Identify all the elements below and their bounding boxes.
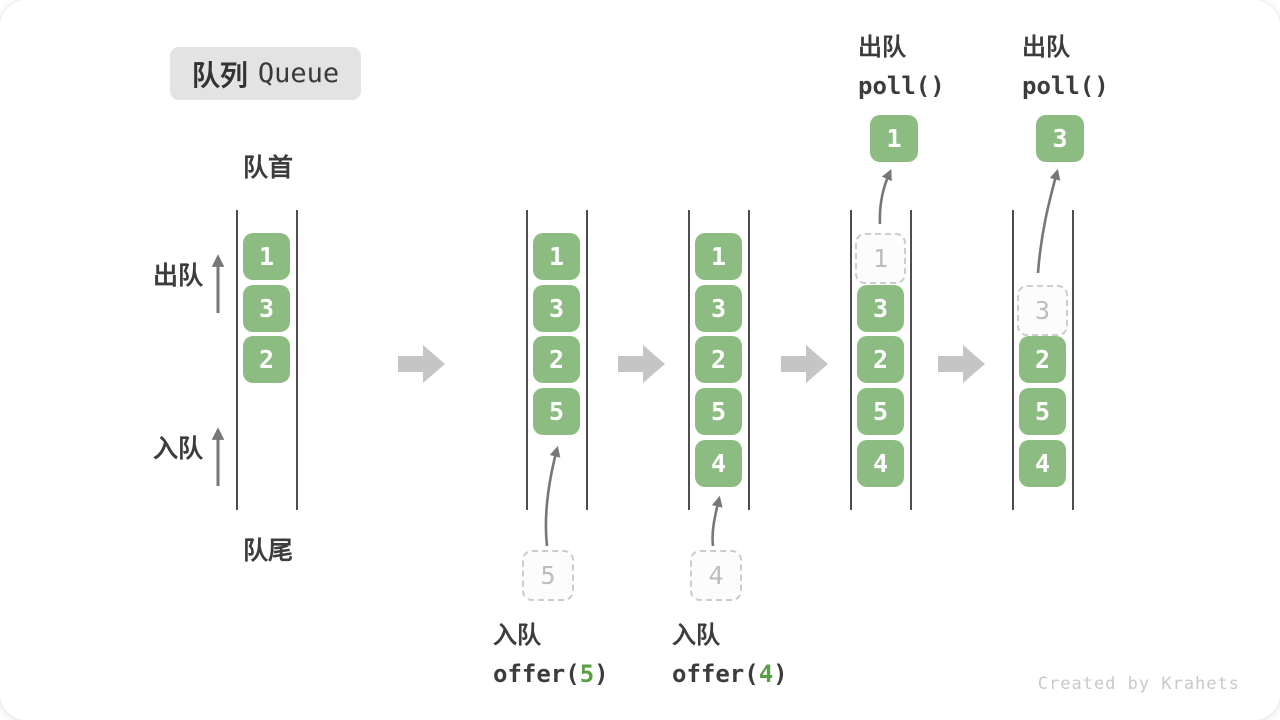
right-block-arrow [398, 345, 445, 383]
op-zh: 出队 [858, 34, 906, 61]
queue-cell: 3 [533, 285, 580, 332]
op-fn: offer( [493, 660, 580, 688]
queue-cell: 5 [857, 388, 904, 435]
queue-cell: 4 [695, 440, 742, 487]
queue-cell: 2 [243, 336, 290, 383]
queue-cell: 3 [857, 285, 904, 332]
op-label-poll-1: 出队 poll() [858, 27, 945, 100]
queue-cell-removed: 1 [855, 233, 906, 284]
queue-cell: 1 [533, 233, 580, 280]
op-zh: 入队 [493, 622, 541, 649]
queue-cell: 2 [857, 336, 904, 383]
pending-enqueue-box: 5 [522, 550, 574, 601]
dequeued-value-box: 3 [1036, 115, 1084, 162]
right-block-arrow [781, 345, 828, 383]
title-badge: 队列 Queue [170, 47, 361, 100]
dequeued-value-box: 1 [870, 115, 918, 162]
queue-cell: 2 [1019, 336, 1066, 383]
op-arg: 4 [758, 660, 774, 688]
credit-text: Created by Krahets [1037, 674, 1240, 694]
op-code: offer(4) [672, 660, 788, 688]
right-block-arrow [618, 345, 665, 383]
queue-cell: 3 [243, 285, 290, 332]
queue-cell: 1 [243, 233, 290, 280]
queue-cell: 1 [695, 233, 742, 280]
op-zh: 出队 [1022, 34, 1070, 61]
label-dequeue-direction: 出队 [153, 262, 204, 290]
queue-cell: 4 [857, 440, 904, 487]
op-arg: 5 [579, 660, 595, 688]
op-zh: 入队 [672, 622, 720, 649]
op-close: ) [594, 660, 609, 688]
queue-cell: 5 [695, 388, 742, 435]
queue-state-3: 1 3 2 5 4 [688, 210, 750, 510]
op-code: poll() [1022, 72, 1109, 100]
label-enqueue-direction: 入队 [153, 435, 204, 463]
queue-state-2: 1 3 2 5 [526, 210, 588, 510]
label-queue-rear: 队尾 [243, 537, 294, 565]
queue-cell: 3 [695, 285, 742, 332]
queue-cell: 2 [533, 336, 580, 383]
op-label-offer-4: 入队 offer(4) [672, 615, 788, 688]
queue-cell: 2 [695, 336, 742, 383]
label-queue-front: 队首 [243, 154, 294, 182]
op-close: ) [773, 660, 788, 688]
queue-cell: 5 [533, 388, 580, 435]
queue-cell: 5 [1019, 388, 1066, 435]
queue-cell: 4 [1019, 440, 1066, 487]
op-code: offer(5) [493, 660, 609, 688]
queue-cell-removed: 3 [1017, 285, 1068, 336]
right-block-arrow [938, 345, 985, 383]
queue-state-5: 3 2 5 4 [1012, 210, 1074, 510]
op-label-offer-5: 入队 offer(5) [493, 615, 609, 688]
op-fn: offer( [672, 660, 759, 688]
op-code: poll() [858, 72, 945, 100]
pending-enqueue-box: 4 [690, 550, 742, 601]
title-zh: 队列 [191, 59, 248, 91]
title-en: Queue [257, 58, 340, 89]
queue-state-1: 1 3 2 [236, 210, 298, 510]
op-label-poll-3: 出队 poll() [1022, 27, 1109, 100]
queue-state-4: 1 3 2 5 4 [850, 210, 912, 510]
